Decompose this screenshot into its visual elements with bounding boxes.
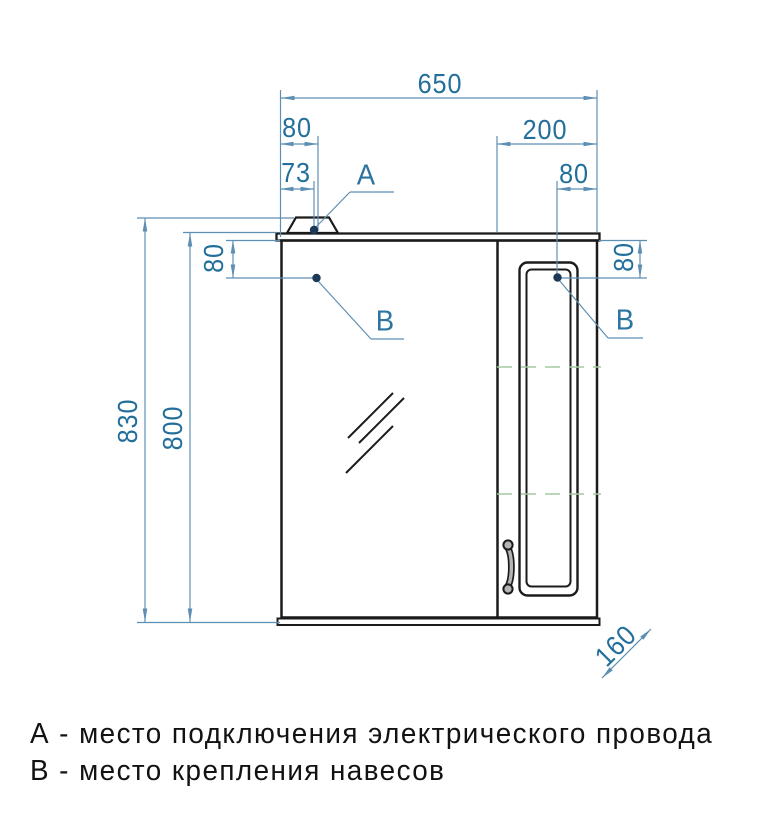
base-strip — [276, 617, 601, 626]
door-panel-outer — [518, 261, 579, 597]
dim-body-height: 800 — [157, 405, 188, 451]
callout-b-left-label: В — [375, 305, 395, 338]
dim-top-left-offset: 80 — [282, 112, 312, 143]
dimension-arrowheads — [142, 95, 651, 678]
callout-b-right-label: В — [615, 304, 635, 337]
dim-door-hinge-offset: 80 — [559, 158, 589, 189]
wire-point-a-dot — [309, 225, 319, 235]
cabinet-outline — [275, 216, 601, 626]
dim-overall-width: 650 — [417, 68, 463, 99]
dim-overall-height: 830 — [112, 398, 143, 444]
legend-line-b: В - место крепления навесов — [30, 755, 446, 787]
hinge-point-b-right-dot — [553, 273, 562, 282]
hinge-point-b-left-dot — [312, 273, 321, 283]
mount-point-dots — [309, 225, 562, 283]
door-handle — [502, 539, 515, 595]
dim-door-width: 200 — [522, 114, 568, 145]
mirror-glint-lines — [345, 392, 405, 474]
dim-wire-offset: 73 — [281, 157, 311, 188]
callout-a-label: А — [356, 159, 376, 192]
shelf-dashed-lines — [497, 366, 601, 495]
dim-hinge-drop-left: 80 — [198, 243, 229, 273]
dimension-lines — [137, 90, 652, 679]
cabinet-body — [280, 239, 599, 619]
legend-line-a: А - место подключения электрического про… — [30, 718, 714, 750]
door-panel-inner — [525, 268, 572, 588]
dim-hinge-drop-right: 80 — [608, 242, 639, 272]
